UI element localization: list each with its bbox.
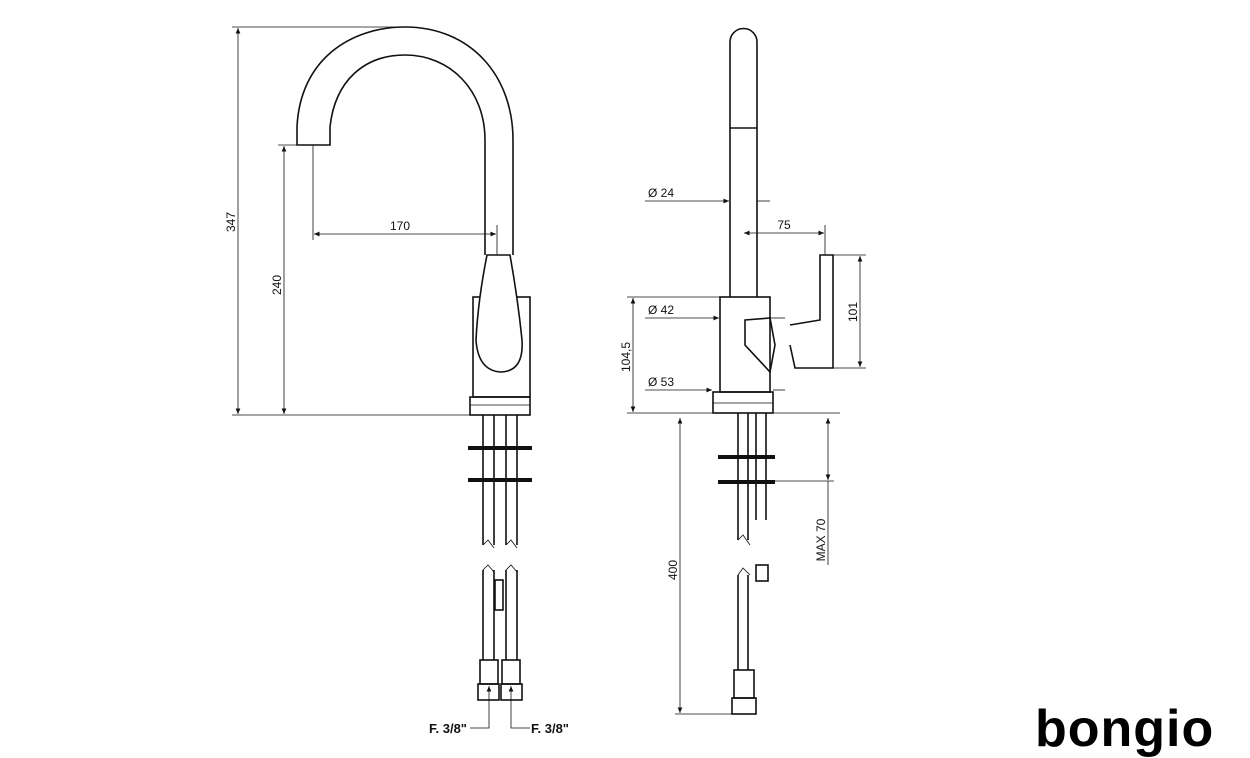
faucet-technical-drawing: 347 240 170 F. 3/8" F. 3/8" [224, 26, 866, 736]
dim-height-total: 347 [224, 212, 238, 232]
brand-logo: bongio [1035, 700, 1215, 758]
dim-height-spout: 240 [270, 275, 284, 295]
base-plate-side [712, 391, 774, 414]
hoses-side [718, 413, 775, 715]
dim-handle-offset: 75 [777, 218, 791, 232]
dim-handle-height: 101 [846, 302, 860, 322]
dim-reach: 170 [390, 219, 410, 233]
spout-nozzle [296, 127, 331, 146]
dim-body-diameter: Ø 42 [648, 303, 674, 317]
spout-inner [329, 54, 486, 255]
dim-max-thickness: MAX 70 [814, 518, 828, 561]
base-plate [469, 396, 531, 416]
spout-side [729, 27, 758, 297]
lever-side [789, 254, 834, 369]
dim-base-diameter: Ø 53 [648, 375, 674, 389]
dim-hose-length: 400 [666, 560, 680, 580]
hoses-front [468, 415, 532, 701]
spout-outer [296, 26, 514, 255]
label-connection-right: F. 3/8" [531, 721, 569, 736]
dim-spout-diameter: Ø 24 [648, 186, 674, 200]
front-view: 347 240 170 F. 3/8" F. 3/8" [224, 26, 569, 736]
side-view: Ø 24 75 101 Ø 42 104,5 Ø 53 400 MAX 70 [619, 27, 866, 715]
lever-front [475, 254, 523, 373]
dim-body-height: 104,5 [619, 342, 633, 372]
label-connection-left: F. 3/8" [429, 721, 467, 736]
